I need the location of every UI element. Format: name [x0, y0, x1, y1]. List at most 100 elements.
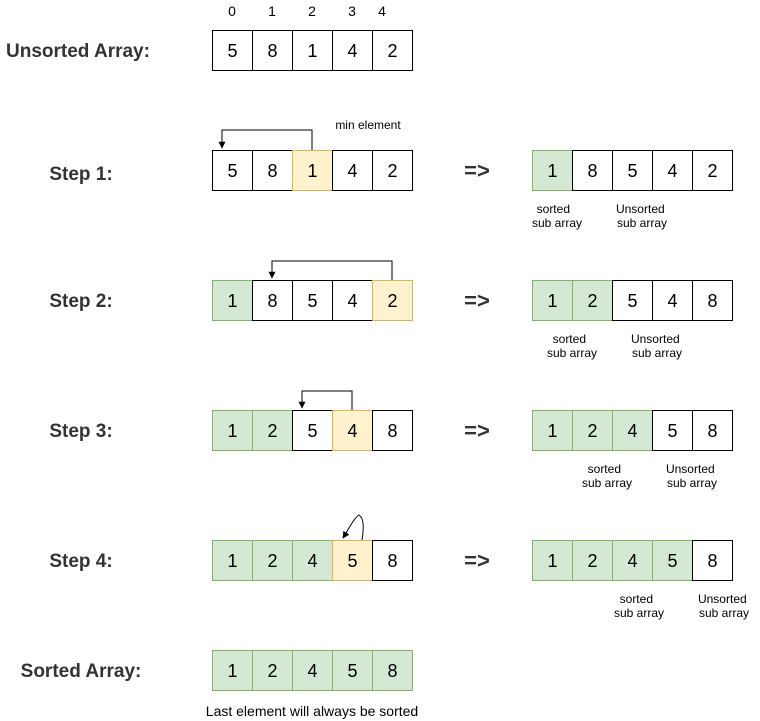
- array-cell: [372, 150, 413, 191]
- array-cell: [372, 280, 413, 321]
- array-cell: [212, 150, 253, 191]
- array-cell-value: 4: [627, 551, 637, 571]
- array-cell-value: 2: [707, 161, 717, 181]
- array-cell: [252, 410, 293, 451]
- array-cell: [532, 280, 573, 321]
- array-cell: [212, 280, 253, 321]
- array-cell-value: 8: [707, 421, 717, 441]
- array-cell-value: 1: [547, 421, 557, 441]
- array-cell-value: 5: [227, 41, 237, 61]
- array-cell-value: 4: [307, 551, 317, 571]
- array-cell: [252, 150, 293, 191]
- array-cell-value: 4: [627, 421, 637, 441]
- array-cell-value: 5: [307, 421, 317, 441]
- array-cell-value: 1: [307, 41, 317, 61]
- array-cell: [332, 410, 373, 451]
- array-cell-value: 5: [227, 161, 237, 181]
- unsorted-sub-array-label: Unsorted sub array: [698, 592, 750, 620]
- array-cell-value: 5: [307, 291, 317, 311]
- array-cell-value: 8: [707, 291, 717, 311]
- array-cell: [692, 150, 733, 191]
- array-cell-value: 2: [267, 661, 277, 681]
- step-4-label: Step 4:: [49, 551, 112, 572]
- array-cell: [692, 410, 733, 451]
- array-cell: [292, 540, 333, 581]
- array-cell-value: 4: [347, 161, 357, 181]
- array-cell: [652, 410, 693, 451]
- array-cell-value: 2: [587, 551, 597, 571]
- unsorted-sub-array-label: Unsorted sub array: [666, 462, 718, 490]
- array-cell-value: 1: [547, 161, 557, 181]
- array-cell: [292, 30, 333, 71]
- array-cell: [612, 280, 653, 321]
- array-cell: [572, 150, 613, 191]
- array-cell: [532, 410, 573, 451]
- array-cell-value: 1: [227, 661, 237, 681]
- array-cell-value: 2: [587, 291, 597, 311]
- array-cell-value: 1: [227, 291, 237, 311]
- index-label: 0: [228, 3, 236, 19]
- array-cell-value: 1: [227, 551, 237, 571]
- sorted-array-label: Sorted Array:: [21, 661, 142, 682]
- array-cell: [692, 540, 733, 581]
- swap-arrow: [298, 390, 353, 410]
- index-label: 4: [378, 3, 386, 19]
- step-3-label: Step 3:: [49, 421, 112, 442]
- array-cell-value: 8: [707, 551, 717, 571]
- array-cell: [572, 540, 613, 581]
- array-cell: [292, 150, 333, 191]
- array-cell-value: 5: [627, 291, 637, 311]
- swap-arrow: [268, 260, 393, 280]
- array-cell: [292, 650, 333, 691]
- sorted-sub-array-label: sorted sub array: [547, 332, 597, 360]
- array-cell-value: 4: [667, 291, 677, 311]
- array-cell: [332, 150, 373, 191]
- array-cell: [372, 650, 413, 691]
- array-cell: [292, 410, 333, 451]
- array-cell-value: 5: [347, 661, 357, 681]
- array-cell-value: 8: [267, 291, 277, 311]
- array-cell-value: 1: [307, 161, 317, 181]
- array-cell: [332, 280, 373, 321]
- array-cell-value: 5: [667, 421, 677, 441]
- array-cell: [212, 540, 253, 581]
- unsorted-sub-array-label: Unsorted sub array: [631, 332, 683, 360]
- implies-arrow: =>: [464, 158, 490, 183]
- step-2-label: Step 2:: [49, 291, 112, 312]
- array-cell: [252, 650, 293, 691]
- array-cell: [692, 280, 733, 321]
- array-cell-value: 5: [627, 161, 637, 181]
- index-label: 2: [308, 3, 316, 19]
- self-swap-arrow: [342, 514, 364, 541]
- array-cell-value: 1: [227, 421, 237, 441]
- sorted-sub-array-label: sorted sub array: [582, 462, 632, 490]
- array-cell: [652, 150, 693, 191]
- footer-note: Last element will always be sorted: [206, 703, 418, 719]
- swap-arrow: [218, 129, 313, 150]
- array-cell: [292, 280, 333, 321]
- array-cell: [612, 150, 653, 191]
- step-2-before-array: 1 8 5 4 2: [212, 280, 413, 321]
- array-cell: [572, 280, 613, 321]
- sorted-sub-array-label: sorted sub array: [532, 202, 582, 230]
- array-cell: [532, 540, 573, 581]
- array-cell-value: 2: [387, 291, 397, 311]
- array-cell-value: 2: [387, 41, 397, 61]
- unsorted-sub-array-label: Unsorted sub array: [616, 202, 668, 230]
- implies-arrow: =>: [464, 418, 490, 443]
- sorted-sub-array-label: sorted sub array: [614, 592, 664, 620]
- implies-arrow: =>: [464, 548, 490, 573]
- array-cell-value: 4: [347, 291, 357, 311]
- array-cell-value: 8: [267, 161, 277, 181]
- array-cell-value: 2: [267, 551, 277, 571]
